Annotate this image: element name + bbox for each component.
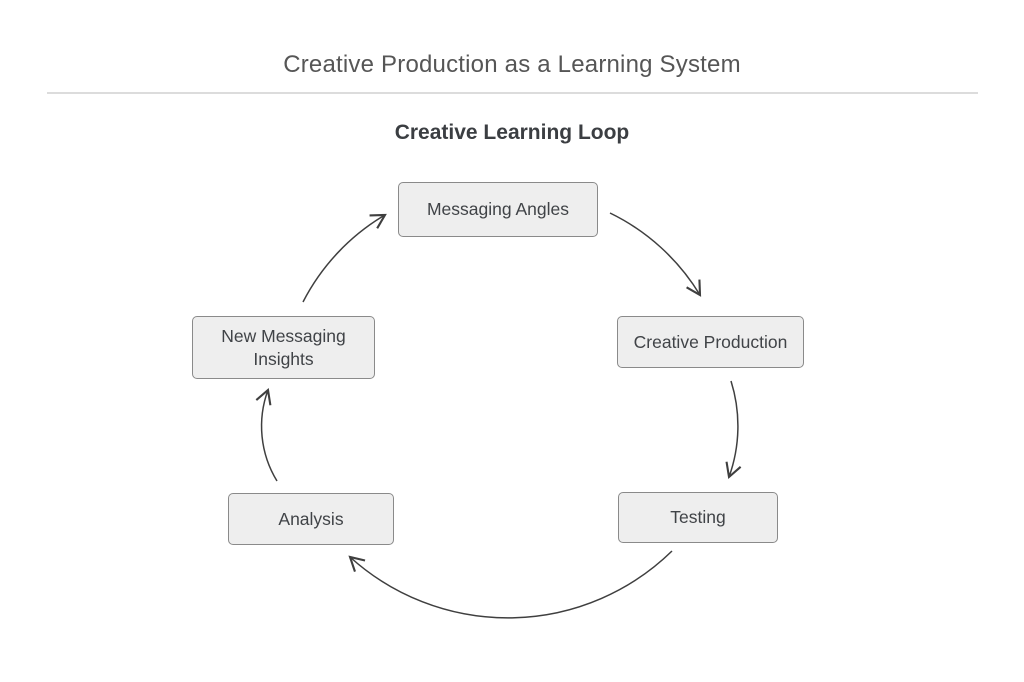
node-creative-production: Creative Production [617,316,804,368]
node-analysis: Analysis [228,493,394,545]
edge-analysis-to-new-messaging-insights [255,387,278,482]
node-messaging-angles: Messaging Angles [398,182,598,237]
edge-messaging-angles-to-creative-production [609,212,702,297]
edge-new-messaging-insights-to-messaging-angles [302,213,387,303]
node-new-messaging-insights: New Messaging Insights [192,316,375,379]
edge-testing-to-analysis [348,550,673,619]
title-divider [47,92,978,94]
node-testing: Testing [618,492,778,543]
diagram-title: Creative Learning Loop [394,121,630,144]
edge-creative-production-to-testing [725,380,742,480]
page-title: Creative Production as a Learning System [283,51,741,78]
